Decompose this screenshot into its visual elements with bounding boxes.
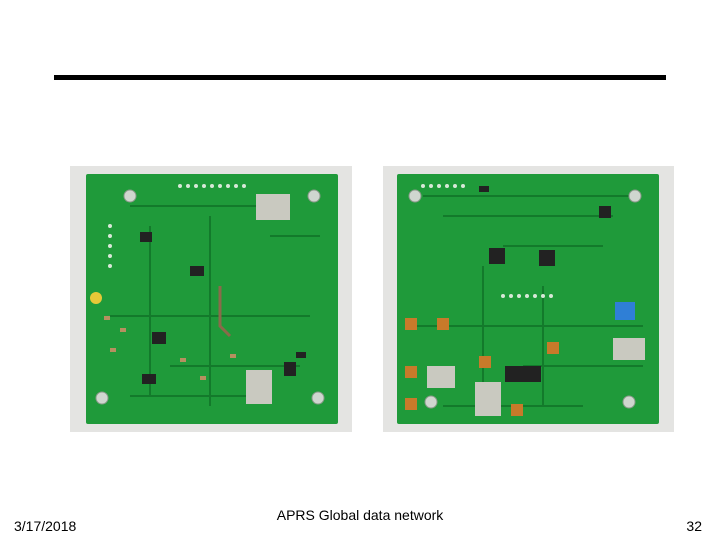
pcb-board-front-image (70, 166, 352, 432)
title-rule (54, 75, 666, 80)
footer-title: APRS Global data network (276, 507, 444, 523)
pcb-photo-left (70, 166, 352, 432)
pcb-photo-right (383, 166, 674, 432)
footer-date: 3/17/2018 (14, 518, 77, 534)
page-number: 32 (686, 518, 702, 534)
pcb-board-back-image (383, 166, 674, 432)
